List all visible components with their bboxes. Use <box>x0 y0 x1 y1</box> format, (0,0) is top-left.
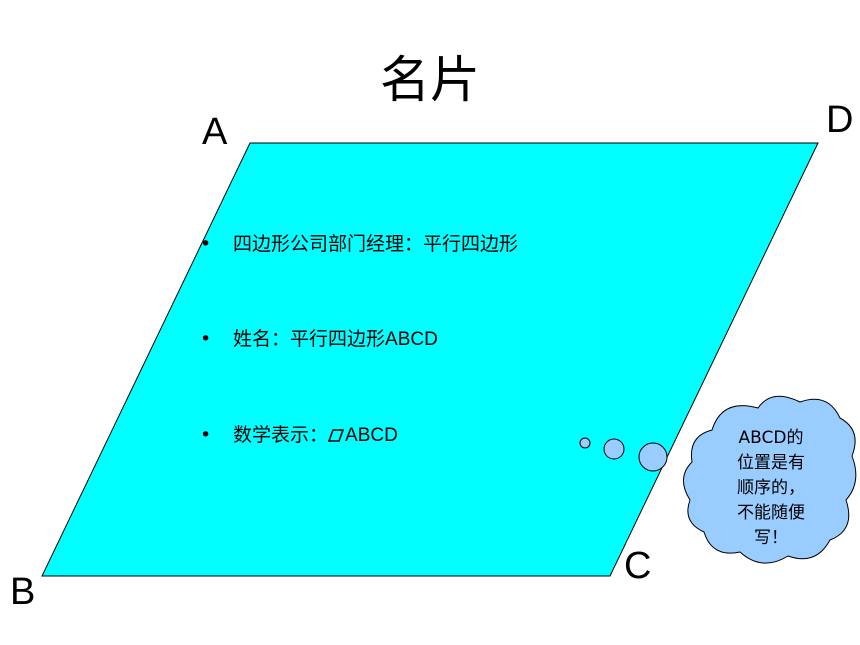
bullet-dot: • <box>200 328 212 350</box>
vertex-label-b: B <box>10 571 36 613</box>
callout-line: 顺序的， <box>737 478 805 498</box>
thought-bubble-large <box>638 442 668 472</box>
bullet-text: 四边形公司部门经理：平行四边形 <box>233 233 519 255</box>
card-bullet-notation: • 数学表示： ABCD <box>200 422 398 449</box>
callout-line: 不能随便 <box>737 503 805 523</box>
parallelogram-symbol-icon <box>328 429 345 442</box>
card-bullet-manager: • 四边形公司部门经理：平行四边形 <box>200 231 518 257</box>
parallelogram-abcd <box>41 142 819 577</box>
callout-line: ABCD的 <box>738 428 804 448</box>
vertex-label-a: A <box>202 111 228 153</box>
bullet-latin: ABCD <box>385 329 438 350</box>
callout-cloud <box>683 395 857 564</box>
bullet-latin: ABCD <box>345 425 398 446</box>
vertex-label-c: C <box>624 545 652 587</box>
bullet-text: 数学表示： <box>233 424 329 446</box>
thought-bubbles <box>579 437 668 472</box>
page-title: 名片 <box>380 51 480 109</box>
callout-line: 写！ <box>754 528 788 548</box>
vertex-label-d: D <box>826 99 854 141</box>
bullet-dot: • <box>200 233 212 255</box>
card-bullet-name: • 姓名：平行四边形ABCD <box>200 326 438 353</box>
callout-text: ABCD的 位置是有 顺序的， 不能随便 写！ <box>702 426 840 551</box>
callout-line: 位置是有 <box>737 453 805 473</box>
bullet-text: 姓名：平行四边形 <box>233 328 386 350</box>
bullet-dot: • <box>200 424 212 446</box>
thought-bubble-small <box>579 437 591 449</box>
thought-bubble-medium <box>603 438 625 460</box>
